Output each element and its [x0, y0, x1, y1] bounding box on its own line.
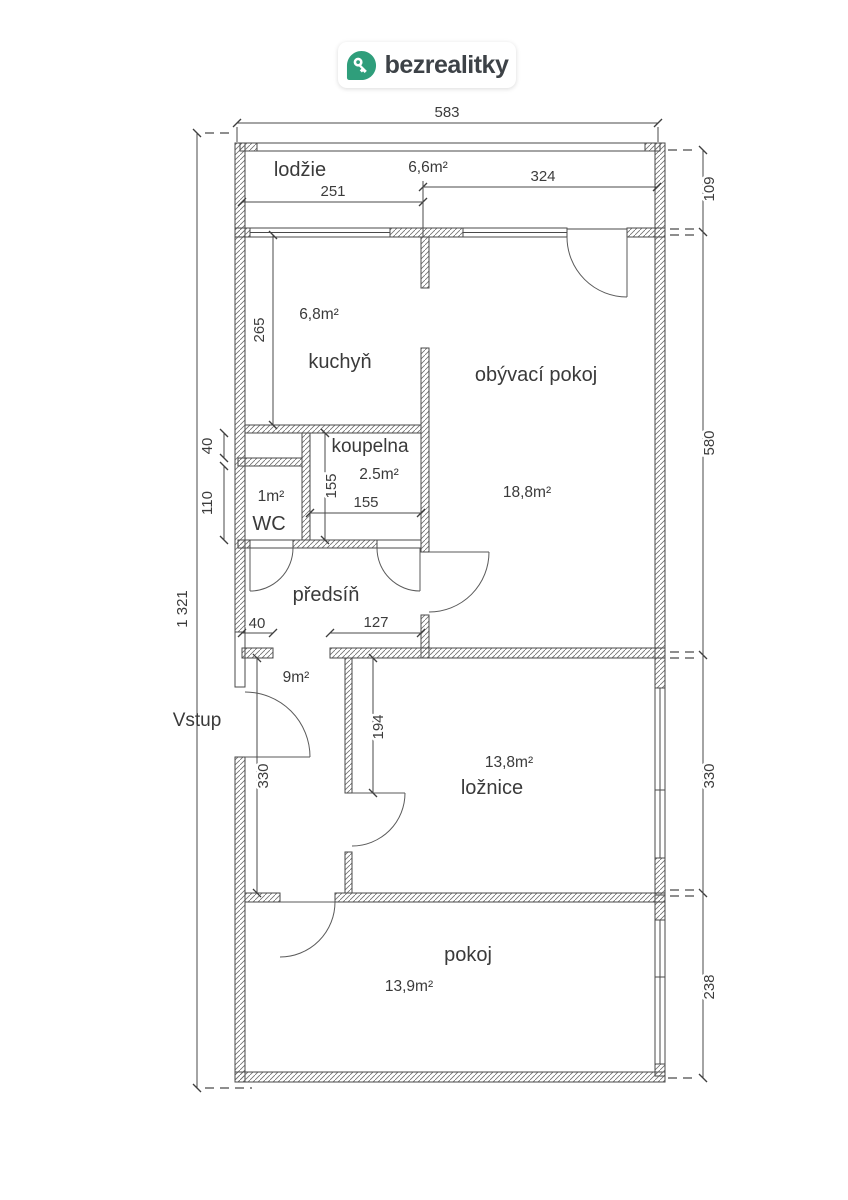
lodzie-door [566, 236, 628, 298]
dim-wc-height: 110 [199, 491, 216, 515]
exterior-walls [234, 142, 666, 1083]
room-label-pokoj: pokoj [444, 944, 492, 966]
dim-lodzie-left: 251 [320, 183, 345, 200]
room-label-lodzie: lodžie [274, 159, 326, 181]
loznice-door [351, 792, 406, 847]
room-area-lodzie: 6,6m² [408, 159, 448, 176]
dim-pokoj-height: 238 [701, 974, 718, 999]
room-label-kuchyn: kuchyň [308, 351, 371, 373]
room-label-koupelna: koupelna [331, 436, 409, 457]
wc-door [249, 547, 294, 592]
koupelna-top-wall [244, 424, 422, 434]
pokoj-door [279, 901, 336, 958]
koupelna-door-threshold [376, 539, 422, 549]
pokoj-window [654, 919, 666, 1065]
wc-koupelna-divider [301, 432, 311, 541]
room-area-pokoj: 13,9m² [385, 978, 433, 995]
lodzie-railing [244, 142, 656, 152]
dim-kuchyn-height: 265 [251, 317, 268, 342]
entry-pier [241, 647, 274, 659]
dim-hall-opening: 127 [363, 614, 388, 631]
room-area-loznice: 13,8m² [485, 754, 533, 771]
interior-walls [237, 236, 666, 903]
room-area-koupelna: 2.5m² [359, 466, 399, 483]
lodzie-window-obyvaci [462, 227, 568, 238]
dim-koupelna-width: 155 [353, 494, 378, 511]
entrance-label: Vstup [173, 710, 222, 731]
dim-entry-pier: 40 [249, 615, 266, 632]
shaft-box [244, 432, 303, 459]
room-area-predsin: 9m² [283, 669, 310, 686]
dim-top-width: 583 [434, 104, 459, 121]
entrance-jamb [234, 631, 246, 688]
brand-name: bezrealitky [384, 50, 509, 79]
room-label-loznice: ložnice [461, 777, 523, 799]
dim-upper-height: 580 [701, 430, 718, 455]
brand-pin-key-icon [346, 50, 376, 80]
dim-koupelna-height: 155 [323, 473, 340, 498]
entrance-door [244, 691, 311, 758]
dim-shaft: 40 [199, 438, 216, 455]
dim-hall-height: 330 [255, 763, 272, 788]
room-labels: lodžie 6,6m² 6,8m² kuchyň obývací pokoj … [173, 159, 597, 995]
room-area-obyvaci: 18,8m² [503, 484, 551, 501]
wc-top-wall [237, 457, 303, 467]
bezrealitky-logo: bezrealitky [338, 42, 516, 88]
dim-total-height: 1 321 [174, 590, 191, 628]
room-area-wc: 1m² [258, 488, 285, 505]
room-label-predsin: předsíň [293, 584, 360, 606]
obyvaci-door [428, 551, 490, 613]
dimension-labels: 583 324 251 1 321 109 580 330 238 265 40… [172, 102, 721, 1003]
wc-door-threshold [249, 539, 294, 549]
dim-loznice-height: 330 [701, 763, 718, 788]
door-swings [244, 236, 628, 958]
dimension-lines [192, 118, 708, 1093]
room-area-kuchyn: 6,8m² [299, 306, 339, 323]
dim-lodzie-depth: 109 [701, 176, 718, 201]
room-label-obyvaci: obývací pokoj [475, 364, 597, 386]
lodzie-window-kuchyn [249, 227, 391, 238]
room-label-wc: WC [252, 513, 285, 535]
dim-loznice-wall: 194 [370, 714, 387, 739]
koupelna-door [376, 547, 421, 592]
dim-lodzie-right: 324 [530, 168, 555, 185]
loznice-window [654, 687, 666, 859]
